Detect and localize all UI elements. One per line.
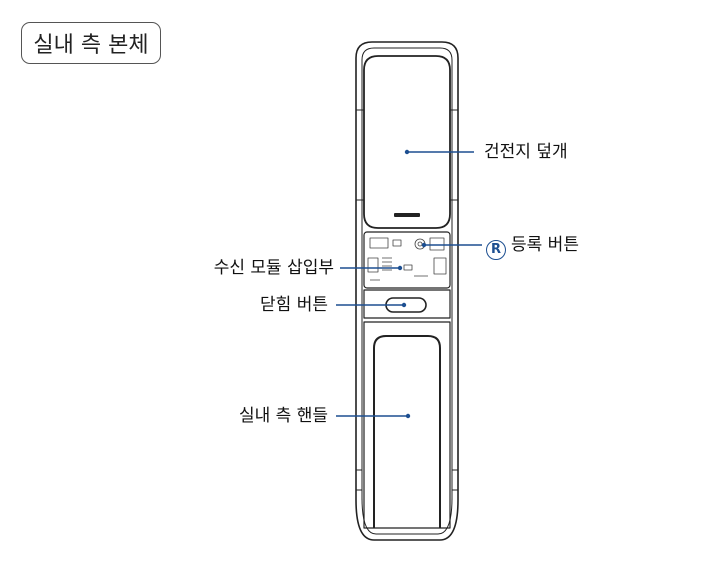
lock-body-outline [355,41,459,541]
handle-outline [373,335,441,528]
battery-cover-side-right [450,109,458,201]
register-badge-icon: R [486,240,506,260]
label-register-button-text: 등록 버튼 [511,235,579,255]
module-compartment [363,231,451,289]
cover-tab [394,213,420,217]
lock-body-inner-outline [361,47,453,535]
handle-housing [363,321,451,529]
battery-cover-outline [363,55,451,229]
label-battery-cover: 건전지 덮개 [484,142,568,162]
label-receiver-slot: 수신 모듈 삽입부 [213,258,334,278]
label-inner-handle: 실내 측 핸들 [238,406,328,426]
diagram-title: 실내 측 본체 [21,22,161,64]
label-close-button: 닫힘 버튼 [260,295,328,315]
close-button-housing [363,289,451,319]
battery-cover-side-left [356,109,364,201]
